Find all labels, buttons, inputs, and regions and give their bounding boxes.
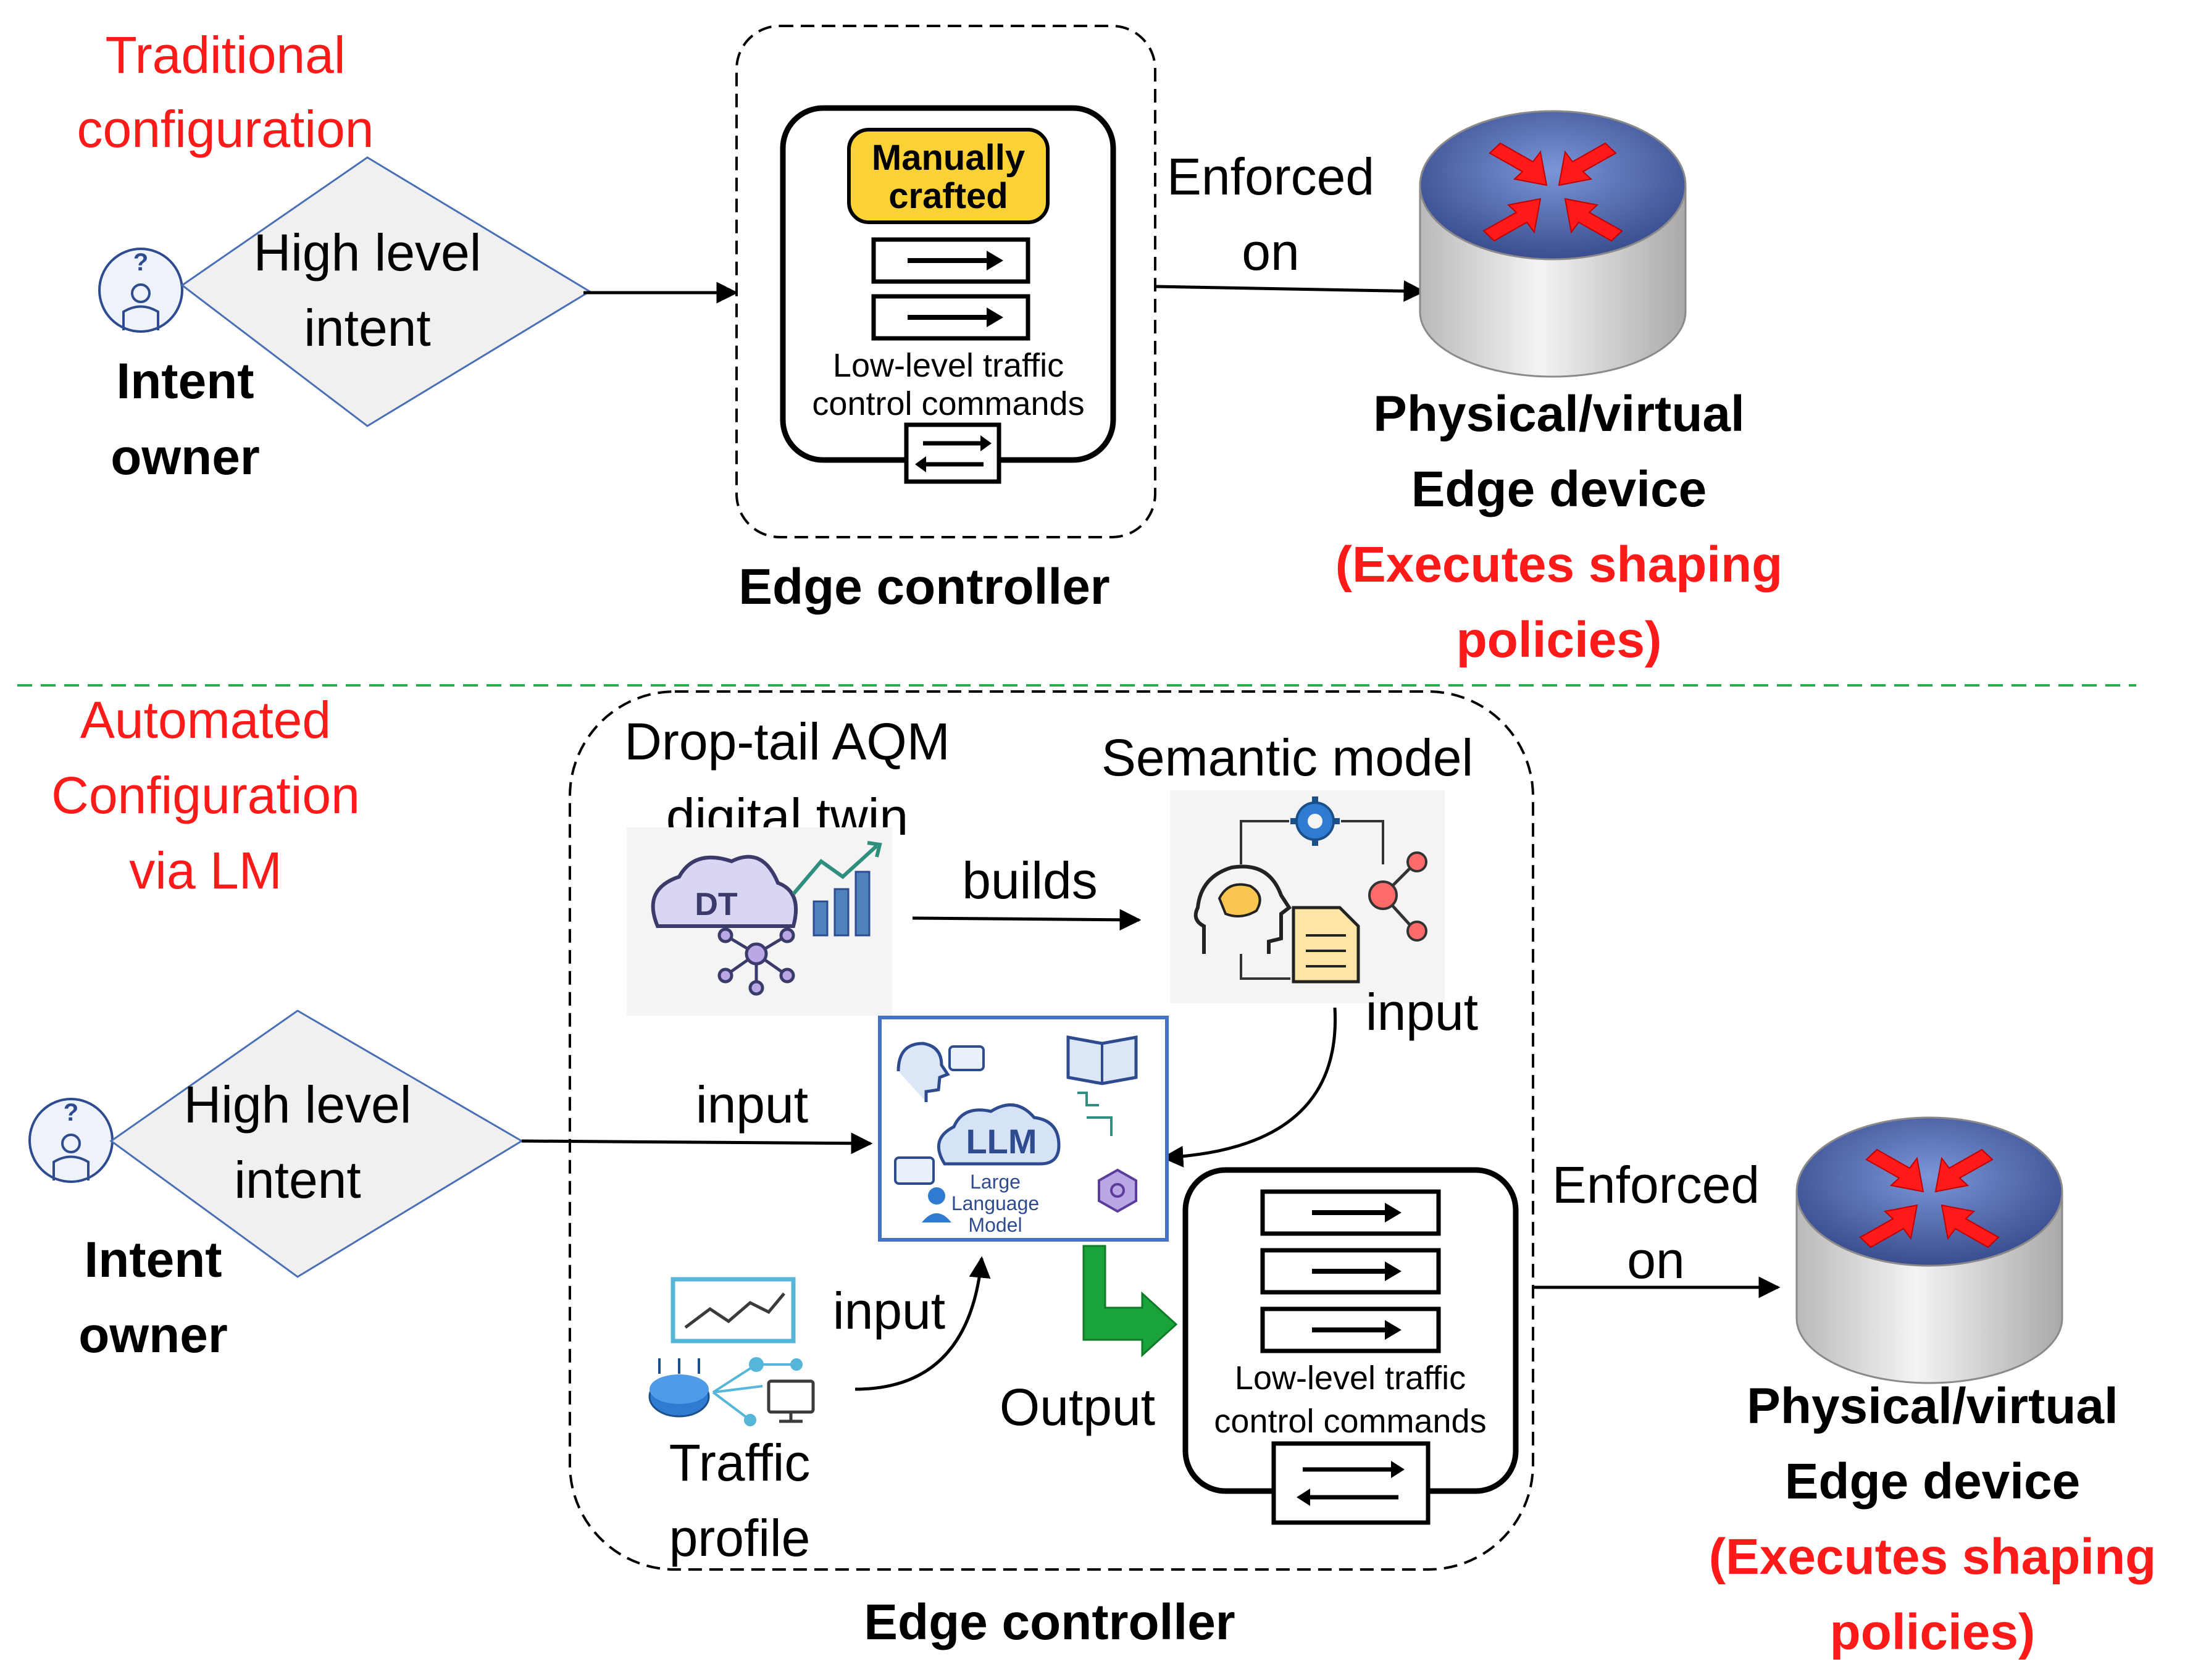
builds-arrow [912,909,1142,931]
swap-icon-2 [1271,1441,1431,1525]
intent-text-line1: High level [254,224,482,282]
controller-to-device-arrow [1154,280,1426,302]
semantic-input-label: input [1366,983,1478,1041]
auto-title-line1: Automated [80,691,331,749]
swap-icon [904,422,1001,484]
edge-controller-label: Edge controller [738,559,1109,615]
dt-icon-text: DT [695,887,738,922]
device2-note-line2: policies) [1830,1604,2036,1660]
intent-to-llm-arrow [521,1132,873,1155]
automated-section: Automated Configuration via LM ? High le… [28,690,2157,1660]
device2-note-line1: (Executes shaping [1709,1529,2157,1585]
queue-bar-b1 [1260,1189,1441,1236]
intent-owner-2-line2: owner [78,1307,227,1363]
intent-text-2-line2: intent [234,1151,361,1209]
llm-title: LLM [966,1122,1037,1161]
auto-title-line2: Configuration [51,766,360,824]
device-label-line2: Edge device [1411,461,1707,517]
semantic-to-llm-arrow [1161,1007,1337,1168]
traditional-section: Traditional configuration ? High level i… [77,25,1783,668]
commands2-line1: Low-level traffic [1235,1360,1466,1397]
queue-bar-2 [871,294,1030,341]
digital-twin-icon: DT [627,827,892,1016]
commands-label-line1: Low-level traffic [833,347,1064,384]
intent-text-line2: intent [304,299,431,357]
manually-crafted-line1: Manually [872,138,1025,178]
traffic-profile-line1: Traffic [669,1434,811,1492]
llm-sub-line1: Large [970,1171,1021,1193]
intent-owner-2-line1: Intent [84,1232,222,1288]
enforced2-line1: Enforced [1552,1156,1760,1214]
intent-owner-icon-2: ? [28,1098,114,1183]
device2-label-line2: Edge device [1785,1453,2081,1510]
output-arrow [1082,1245,1178,1358]
device-note-line1: (Executes shaping [1335,537,1783,593]
traffic-profile-line2: profile [669,1509,811,1567]
device-label-line1: Physical/virtual [1373,386,1745,442]
commands2-line2: control commands [1214,1403,1486,1440]
auto-title-line3: via LM [129,842,282,900]
intent-text-2-line1: High level [184,1076,412,1134]
llm-sub-line3: Model [968,1214,1022,1236]
llm-box: LLM Large Language Model [878,1016,1169,1242]
manually-crafted-box [847,128,1050,224]
enforced-line2: on [1242,223,1299,281]
output-label: Output [1000,1378,1155,1436]
semantic-model-icon [1170,790,1445,1003]
intent-owner-line2: owner [111,429,259,485]
traffic-input-label: input [833,1282,945,1340]
queue-bar-b3 [1260,1306,1441,1353]
router-icon-2 [1795,1116,2063,1384]
builds-label: builds [962,851,1097,909]
device2-label-line1: Physical/virtual [1747,1378,2118,1434]
svg-text:?: ? [133,249,148,276]
intent-owner-icon: ? [98,248,183,333]
intent-owner-line1: Intent [116,353,254,409]
section-title-line1: Traditional [105,26,345,84]
traffic-profile-icon [648,1277,815,1426]
manually-crafted-line2: crafted [888,176,1008,216]
edge-controller-2-label: Edge controller [864,1594,1235,1650]
section-title-line2: configuration [77,100,374,158]
edge-controller-box-2 [569,690,1534,1571]
intent-input-label: input [696,1076,808,1134]
commands-label-line2: control commands [812,385,1084,422]
queue-bar-1 [871,237,1030,284]
dt-label-line1: Drop-tail AQM [624,713,950,771]
semantic-model-label: Semantic model [1101,729,1473,787]
enforced-line1: Enforced [1167,148,1374,206]
enforced2-line2: on [1627,1231,1684,1289]
router-icon [1419,110,1687,378]
device-note-line2: policies) [1456,612,1662,668]
edge-controller-box [735,25,1156,538]
svg-text:?: ? [64,1099,78,1126]
llm-sub-line2: Language [951,1192,1039,1214]
queue-bar-b2 [1260,1248,1441,1295]
traffic-to-llm-arrow [854,1256,991,1391]
